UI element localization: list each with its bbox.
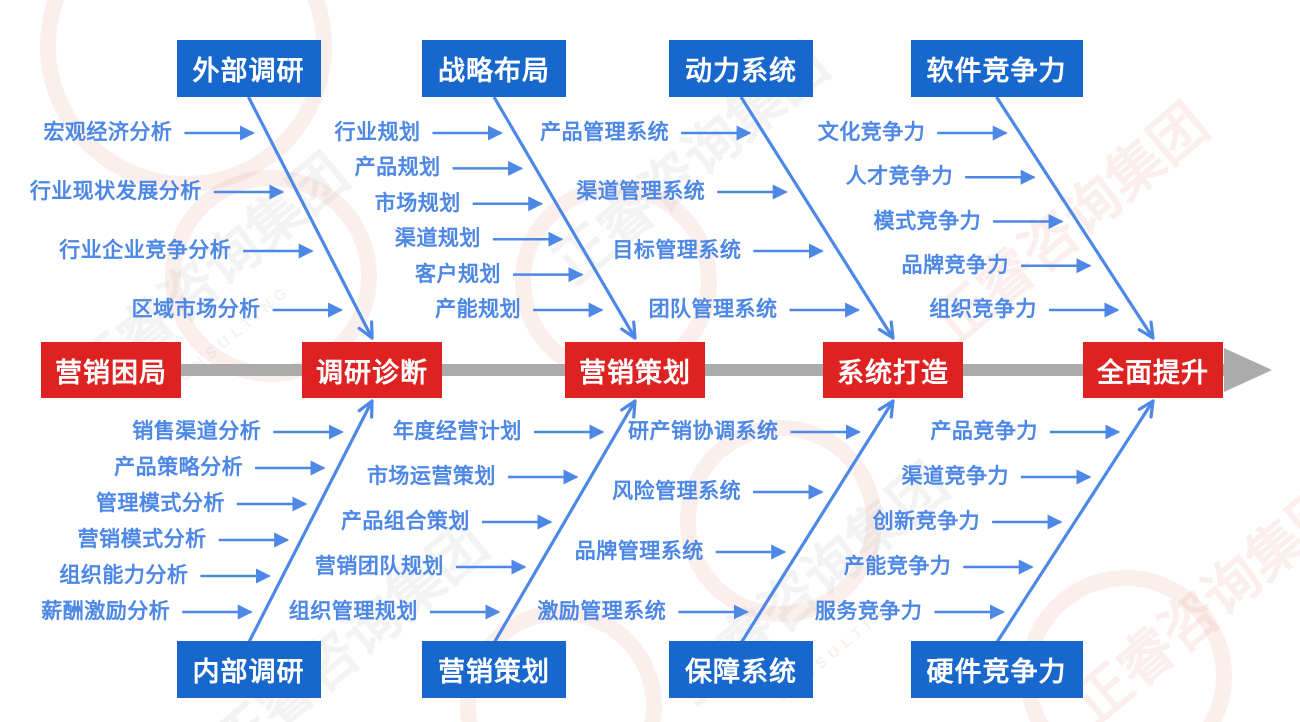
branch-item: 管理模式分析 [95, 492, 225, 515]
branch-arrowhead [1149, 320, 1155, 340]
branch-item: 研产销协调系统 [627, 420, 779, 443]
branch-arrowhead [1137, 399, 1155, 411]
branch-item: 产能竞争力 [843, 555, 952, 578]
branch-item: 激励管理系统 [537, 600, 667, 623]
branch-box-top-1: 战略布局 [422, 40, 566, 97]
branch-item: 人才竞争力 [845, 165, 954, 189]
branch-box-bottom-3: 硬件竞争力 [910, 641, 1083, 698]
branch-box-top-3: 软件竞争力 [910, 40, 1083, 97]
branch-box-bottom-1: 营销策划 [422, 641, 566, 698]
branch-arrowhead [889, 320, 895, 340]
branch-arrowhead [620, 399, 637, 412]
branch-line [492, 96, 637, 339]
branch-item: 市场规划 [374, 191, 461, 215]
branch-item: 服务竞争力 [814, 600, 923, 623]
branch-item: 品牌竞争力 [901, 253, 1009, 277]
stage-box-2: 营销策划 [565, 342, 705, 398]
branch-item: 年度经营计划 [392, 420, 522, 443]
branch-arrowhead [1149, 399, 1155, 419]
branch-line [492, 400, 637, 644]
branch-line [995, 96, 1155, 339]
branch-item: 产品组合策划 [340, 510, 470, 533]
branch-item: 产品规划 [354, 156, 441, 180]
branch-item: 宏观经济分析 [43, 121, 173, 144]
branch-item: 产品竞争力 [930, 420, 1038, 443]
stage-box-0: 营销困局 [41, 342, 181, 398]
branch-line [247, 400, 374, 644]
branch-arrowhead [877, 327, 895, 340]
branch-line [995, 400, 1155, 644]
branch-item: 渠道规划 [394, 227, 481, 251]
branch-box-bottom-0: 内部调研 [176, 641, 321, 698]
branch-item: 渠道管理系统 [576, 180, 706, 203]
branch-item: 创新竞争力 [872, 510, 981, 533]
branch-item: 行业规划 [334, 121, 421, 144]
branch-item: 市场运营策划 [366, 465, 496, 488]
branch-arrowhead [357, 399, 374, 413]
branch-line [739, 96, 895, 339]
branch-item: 组织能力分析 [59, 564, 189, 587]
branch-item: 产品策略分析 [114, 456, 244, 479]
branch-arrowhead [1137, 328, 1155, 340]
branch-item: 行业企业竞争分析 [59, 239, 232, 262]
branch-arrowhead [632, 399, 637, 419]
branch-item: 薪酬激励分析 [41, 600, 171, 623]
branch-item: 区域市场分析 [131, 298, 261, 321]
branch-arrowhead [357, 326, 374, 340]
branch-arrowhead [632, 320, 637, 340]
branch-item: 营销团队规划 [314, 555, 444, 578]
stage-box-1: 调研诊断 [302, 342, 442, 398]
branch-item: 组织管理规划 [288, 600, 418, 623]
branch-item: 客户规划 [414, 262, 501, 286]
branch-item: 目标管理系统 [612, 239, 742, 262]
branch-item: 品牌管理系统 [574, 540, 704, 563]
branch-item: 营销模式分析 [77, 528, 207, 551]
spine-arrowhead [1224, 348, 1272, 392]
stage-box-3: 系统打造 [823, 342, 963, 398]
branch-arrowhead [889, 399, 895, 419]
branch-item: 组织竞争力 [929, 298, 1037, 321]
branch-arrowhead [877, 399, 895, 412]
branch-item: 产品管理系统 [540, 121, 670, 144]
branch-box-bottom-2: 保障系统 [669, 641, 813, 698]
branch-item: 模式竞争力 [873, 209, 982, 233]
branch-line [739, 400, 895, 644]
branch-item: 风险管理系统 [612, 480, 742, 503]
branch-line [247, 96, 374, 339]
branch-box-top-0: 外部调研 [176, 40, 321, 97]
branch-item: 销售渠道分析 [132, 420, 262, 443]
branch-item: 文化竞争力 [817, 121, 926, 144]
branch-item: 行业现状发展分析 [29, 180, 202, 203]
stage-box-4: 全面提升 [1083, 342, 1223, 398]
branch-item: 产能规划 [435, 298, 522, 321]
branch-item: 渠道竞争力 [901, 465, 1009, 488]
branch-item: 团队管理系统 [648, 298, 778, 321]
branch-arrowhead [620, 327, 637, 340]
branch-box-top-2: 动力系统 [669, 40, 813, 97]
